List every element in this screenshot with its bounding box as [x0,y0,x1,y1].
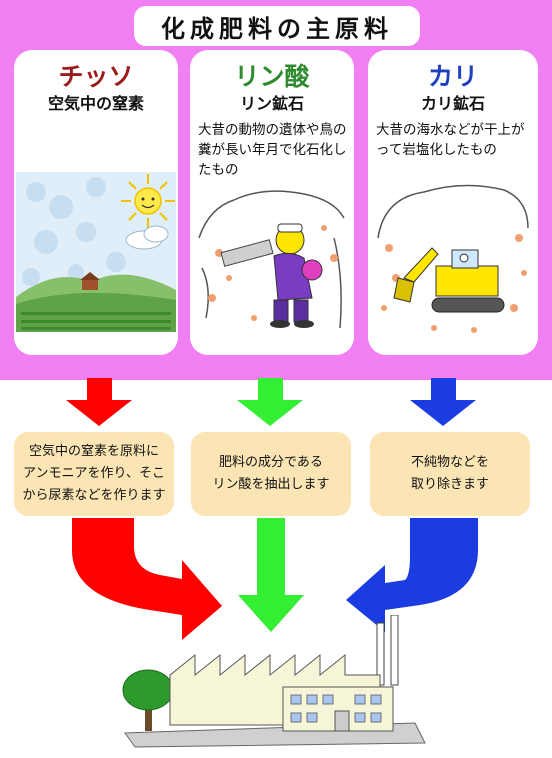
landscape-icon [16,172,176,332]
material-card-potash: カリ カリ鉱石 大昔の海水などが干上がって岩塩化したもの [368,50,538,355]
material-source: 空気中の窒素 [47,94,144,113]
process-box-nitrogen: 空気中の窒素を原料に アンモニアを作り、そこ から尿素などを作ります [14,432,174,516]
material-name: リン酸 [234,62,310,91]
material-source: カリ鉱石 [420,94,485,113]
material-card-nitrogen: チッソ 空気中の窒素 [14,50,178,355]
material-description: 大昔の動物の遺体や鳥の糞が長い年月で化石化したもの [198,122,347,178]
material-source: リン鉱石 [239,94,304,113]
miner-icon [194,184,350,343]
process-text: 肥料の成分である リン酸を抽出します [212,455,330,492]
phosphate-down-arrow-icon [237,378,303,426]
material-description: 大昔の海水などが干上がって岩塩化したもの [376,122,525,158]
material-name: チッソ [58,62,134,91]
process-box-potash: 不純物などを 取り除きます [370,432,530,516]
potash-curve-arrow-icon [346,518,478,632]
process-text: 空気中の窒素を原料に アンモニアを作り、そこ から尿素などを作ります [22,444,166,503]
process-text: 不純物などを 取り除きます [410,455,489,492]
nitrogen-curve-arrow-icon [72,518,222,640]
material-name: カリ [427,62,478,91]
potash-down-arrow-icon [410,378,476,426]
phosphate-straight-arrow-icon [238,518,304,632]
excavator-icon [374,183,532,343]
page-title: 化成肥料の主原料 [134,6,420,46]
process-box-phosphate: 肥料の成分である リン酸を抽出します [191,432,351,516]
material-card-phosphate: リン酸 リン鉱石 大昔の動物の遺体や鳥の糞が長い年月で化石化したもの [190,50,354,355]
factory-icon [122,615,426,748]
nitrogen-down-arrow-icon [66,378,132,426]
